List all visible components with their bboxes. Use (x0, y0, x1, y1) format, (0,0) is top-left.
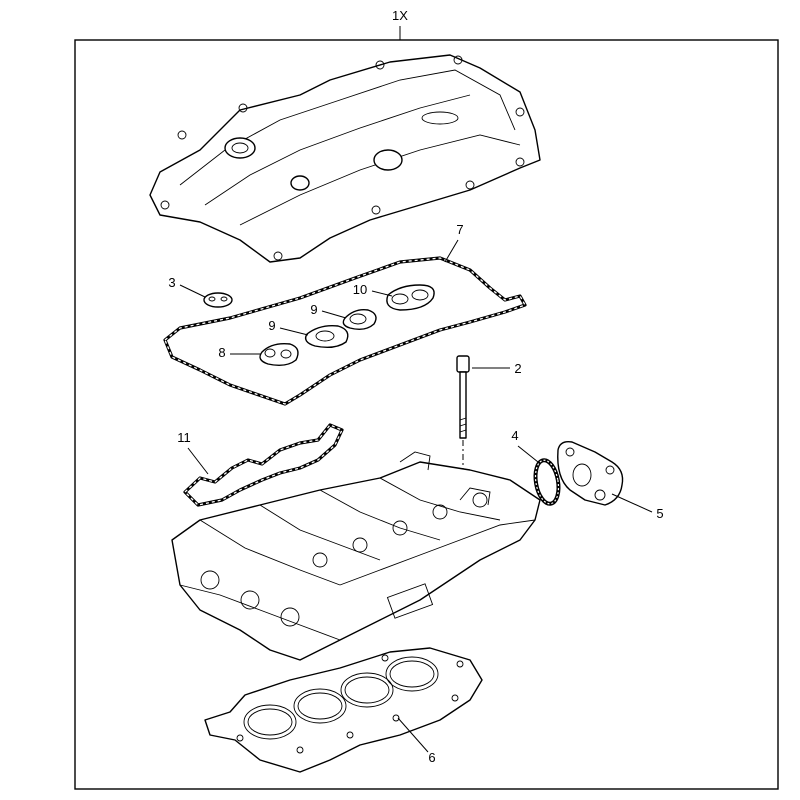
leader-5 (611, 493, 653, 513)
seal-8-drawing (259, 342, 299, 367)
cover-gasket-drawing (163, 256, 527, 406)
kit-frame (74, 39, 779, 790)
seal-10-drawing (386, 284, 435, 311)
seal-9b-drawing (304, 324, 349, 349)
callout-7: 7 (456, 222, 463, 237)
callout-8: 8 (218, 345, 225, 360)
o-ring-drawing (533, 458, 561, 506)
callout-2: 2 (514, 361, 521, 376)
callout-4: 4 (511, 428, 518, 443)
seal-9a-drawing (342, 308, 377, 331)
leader-9b (279, 327, 309, 336)
cylinder-head-drawing (171, 451, 541, 661)
callout-3: 3 (168, 275, 175, 290)
leader-9a (321, 310, 347, 319)
leader-6 (397, 717, 429, 753)
leader-10 (371, 290, 393, 297)
intake-gasket-drawing (183, 423, 344, 507)
callout-5: 5 (656, 506, 663, 521)
callout-9a: 9 (310, 302, 317, 317)
callout-9b: 9 (268, 318, 275, 333)
leader-11 (187, 447, 209, 475)
valve-cover-drawing (149, 54, 541, 263)
leader-3 (179, 284, 206, 298)
leader-7 (444, 239, 459, 263)
plate-gasket-drawing (557, 440, 624, 506)
kit-label: 1X (392, 8, 408, 23)
callout-6: 6 (428, 750, 435, 765)
bolt-drawing (456, 355, 470, 485)
head-gasket-drawing (204, 647, 483, 773)
leader-4 (517, 445, 539, 463)
callout-10: 10 (353, 282, 367, 297)
small-seal-drawing (203, 292, 233, 308)
callout-11: 11 (177, 430, 191, 445)
